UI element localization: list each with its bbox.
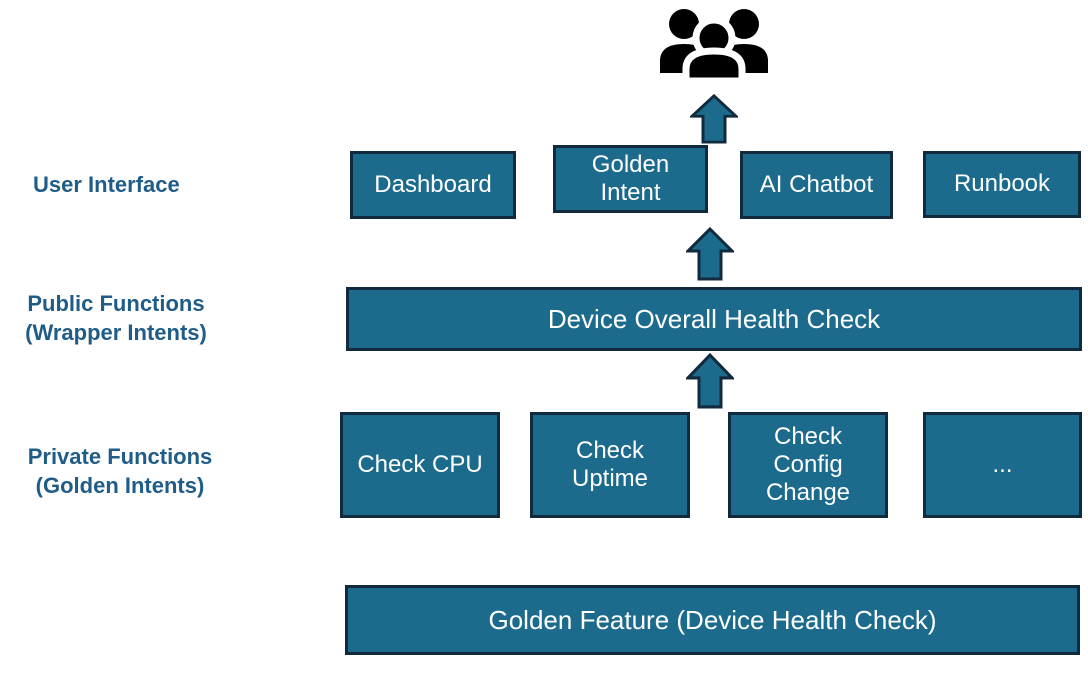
up-arrow-icon — [686, 353, 734, 409]
up-arrow-icon — [686, 227, 734, 281]
box-runbook: Runbook — [923, 151, 1081, 218]
box-dashboard: Dashboard — [350, 151, 516, 219]
label-private-functions: Private Functions (Golden Intents) — [0, 442, 240, 500]
box-check-cpu: Check CPU — [340, 412, 500, 518]
box-device-overall-health-check: Device Overall Health Check — [346, 287, 1082, 351]
label-public-functions-line2: (Wrapper Intents) — [25, 320, 207, 346]
box-golden-intent: Golden Intent — [553, 145, 708, 213]
box-ellipsis: ... — [923, 412, 1082, 518]
box-check-config-change: Check Config Change — [728, 412, 888, 518]
label-public-functions: Public Functions (Wrapper Intents) — [0, 289, 232, 347]
label-private-functions-line2: (Golden Intents) — [35, 473, 205, 499]
box-golden-feature: Golden Feature (Device Health Check) — [345, 585, 1080, 655]
box-check-uptime: Check Uptime — [530, 412, 690, 518]
box-ai-chatbot: AI Chatbot — [740, 151, 893, 219]
up-arrow-icon — [690, 94, 738, 144]
label-user-interface: User Interface — [33, 172, 180, 197]
label-private-functions-line1: Private Functions — [27, 444, 213, 469]
people-group-icon — [660, 9, 768, 85]
label-public-functions-line1: Public Functions — [27, 291, 205, 316]
